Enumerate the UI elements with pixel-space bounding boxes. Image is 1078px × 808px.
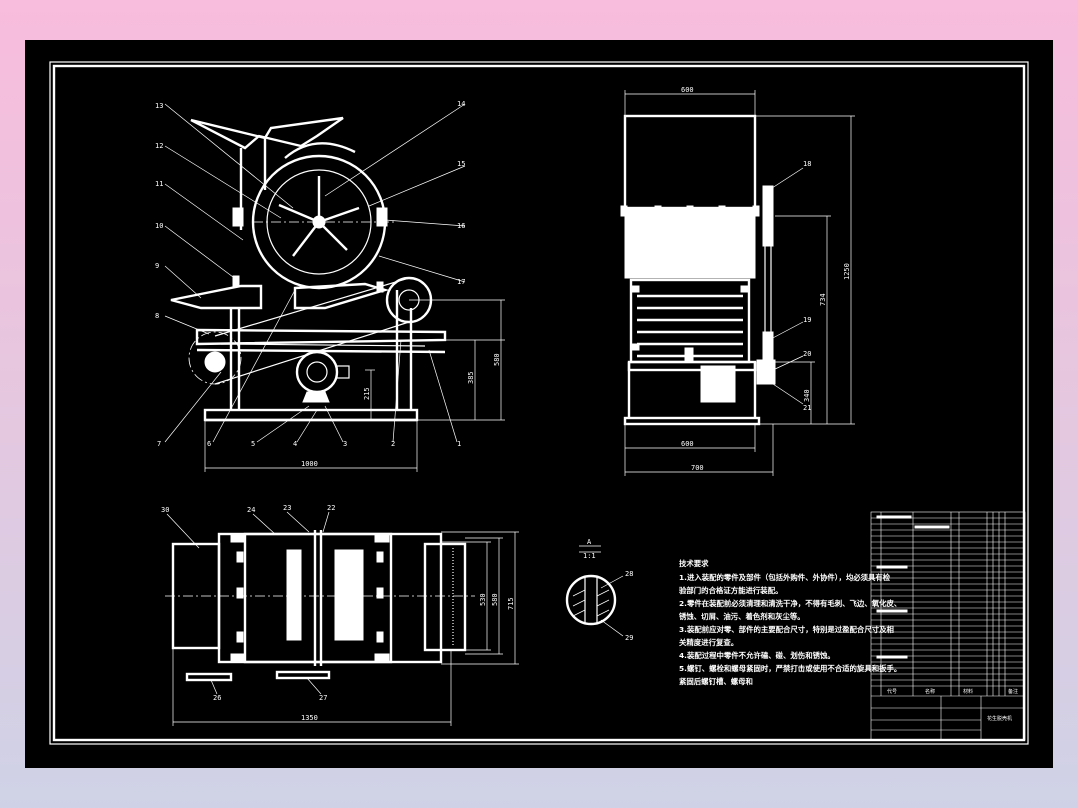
front-label-10: 10	[155, 222, 163, 230]
top-dim-w3: 715	[507, 597, 515, 610]
top-dim-length: 1350	[301, 714, 318, 722]
drawing-name: 花生脱壳机	[987, 715, 1012, 722]
top-label-26: 26	[213, 694, 221, 702]
side-label-21: 21	[803, 404, 811, 412]
section-a-view	[565, 545, 624, 637]
side-dim-base: 600	[681, 440, 694, 448]
top-dim-w2: 580	[491, 593, 499, 606]
front-dim-h2: 385	[467, 371, 475, 384]
front-label-3: 3	[343, 440, 347, 448]
front-label-2: 2	[391, 440, 395, 448]
side-view	[620, 90, 855, 476]
side-label-19: 19	[803, 316, 811, 324]
tech-line-8: 5.螺钉、螺栓和螺母紧固时，严禁打击或使用不合适的旋具和扳手。	[679, 664, 901, 673]
side-dim-top: 600	[681, 86, 694, 94]
side-dim-mid: 734	[819, 293, 827, 306]
tech-line-4: 锈蚀、切屑、油污、着色剂和灰尘等。	[679, 612, 805, 621]
tech-line-9: 紧固后螺钉槽、螺母和	[679, 677, 753, 686]
front-label-17: 17	[457, 278, 465, 286]
side-dim-height: 1250	[843, 263, 851, 280]
top-label-22: 22	[327, 504, 335, 512]
tech-line-1: 1.进入装配的零件及部件（包括外购件、外协件），均必须具有检	[679, 573, 891, 582]
front-dim-h3: 215	[363, 387, 371, 400]
inner-frame	[52, 64, 1026, 742]
section-label-29: 29	[625, 634, 633, 642]
side-label-20: 20	[803, 350, 811, 358]
section-scale: 1:1	[583, 552, 596, 560]
side-dim-low: 340	[803, 389, 811, 402]
top-label-24: 24	[247, 506, 255, 514]
front-label-13: 13	[155, 102, 163, 110]
section-mark: A	[587, 538, 592, 546]
front-label-9: 9	[155, 262, 159, 270]
engineering-drawing: 13 12 11 10 9 8 7 6 5 4 3 2 1 14 15 16 1…	[49, 61, 1029, 745]
parts-header-name: 名称	[925, 688, 935, 695]
tech-line-3: 2.零件在装配前必须清理和清洗干净，不得有毛刺、飞边、氧化皮、	[679, 599, 901, 608]
front-label-5: 5	[251, 440, 255, 448]
technical-requirements: 技术要求 1.进入装配的零件及部件（包括外购件、外协件），均必须具有检 验部门的…	[679, 559, 901, 686]
top-view	[165, 511, 519, 726]
front-label-1: 1	[457, 440, 461, 448]
tech-title: 技术要求	[679, 559, 709, 568]
front-dim-width: 1000	[301, 460, 318, 468]
front-label-4: 4	[293, 440, 297, 448]
parts-header-material: 材料	[963, 688, 973, 695]
front-dim-h1: 580	[493, 353, 501, 366]
tech-line-7: 4.装配过程中零件不允许磕、碰、划伤和锈蚀。	[679, 651, 835, 660]
outer-frame	[49, 61, 1029, 745]
top-dim-w1: 530	[479, 593, 487, 606]
front-label-6: 6	[207, 440, 211, 448]
front-label-15: 15	[457, 160, 465, 168]
front-label-7: 7	[157, 440, 161, 448]
tech-line-2: 验部门的合格证方能进行装配。	[679, 586, 782, 595]
parts-header-remark: 备注	[1008, 688, 1018, 695]
front-label-11: 11	[155, 180, 163, 188]
parts-header-code: 代号	[887, 688, 897, 695]
front-label-14: 14	[457, 100, 465, 108]
side-label-18: 18	[803, 160, 811, 168]
front-view	[164, 103, 505, 472]
side-dim-overall: 700	[691, 464, 704, 472]
front-label-16: 16	[457, 222, 465, 230]
top-label-27: 27	[319, 694, 327, 702]
section-label-28: 28	[625, 570, 633, 578]
top-label-30: 30	[161, 506, 169, 514]
drawing-sheet: 13 12 11 10 9 8 7 6 5 4 3 2 1 14 15 16 1…	[25, 40, 1053, 768]
parts-list	[870, 511, 1026, 741]
front-label-8: 8	[155, 312, 159, 320]
top-label-23: 23	[283, 504, 291, 512]
tech-line-6: 关精度进行复查。	[679, 638, 738, 647]
front-label-12: 12	[155, 142, 163, 150]
tech-line-5: 3.装配前应对零、部件的主要配合尺寸，特别是过盈配合尺寸及相	[679, 625, 894, 634]
